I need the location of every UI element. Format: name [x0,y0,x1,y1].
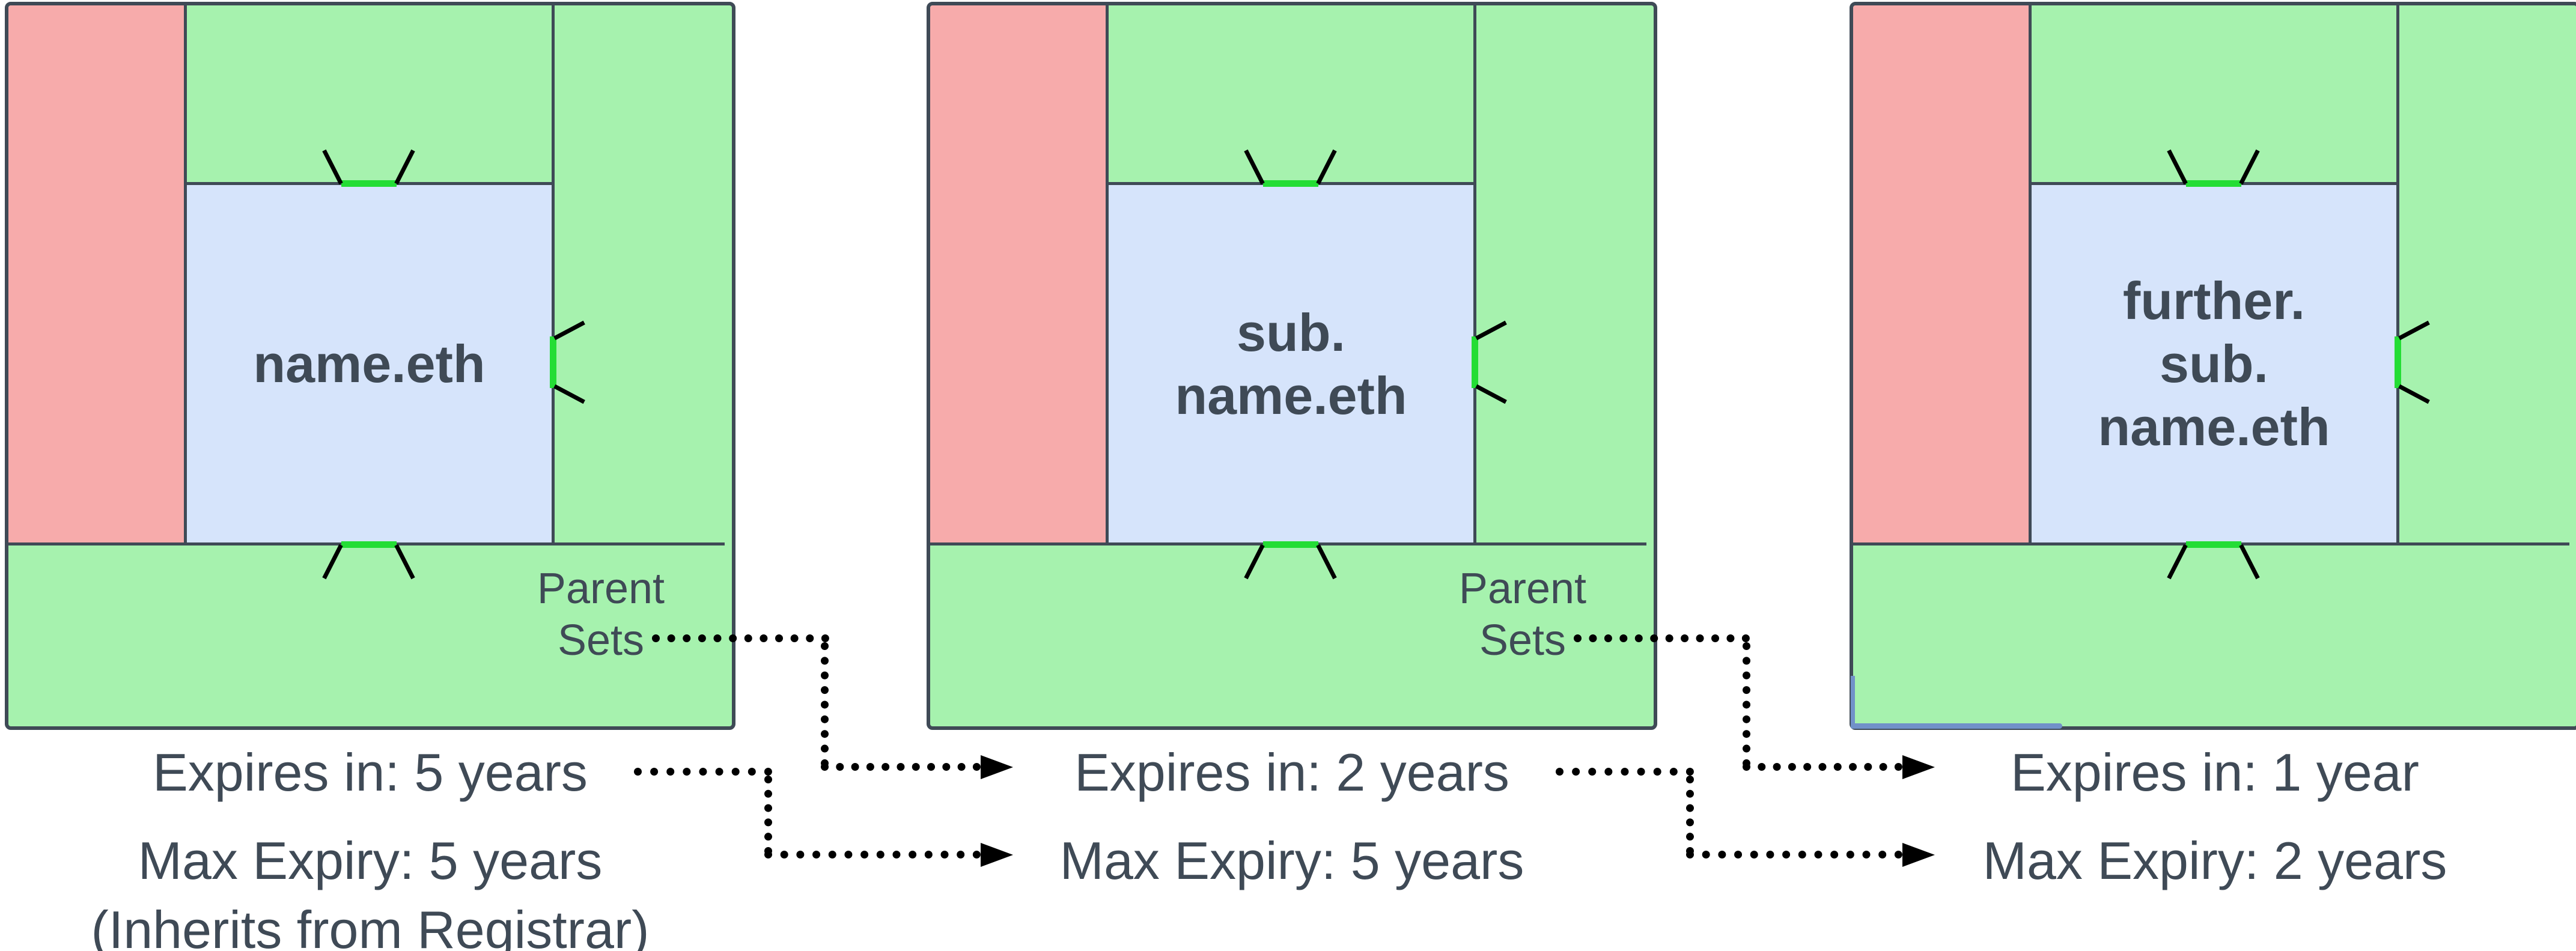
divider-line [184,5,187,545]
divider-line [1106,5,1109,545]
name-line: name.eth [2098,397,2330,457]
name-region [187,185,552,542]
highlight-bar [1263,541,1318,548]
expires-label: Expires in: 1 year [2011,743,2419,802]
name-label: sub. name.eth [1109,185,1473,542]
tick-icon [2398,320,2430,341]
tick-icon [1244,149,1265,185]
connector-expiry-1-seg [764,776,772,855]
parent-sets-line: Sets [1479,616,1567,664]
name-line: sub. [1237,302,1345,362]
tick-icon [1244,544,1265,580]
connector-parent-sets-2-seg [1574,634,1750,642]
highlight-bar [2186,180,2241,187]
blue-edge-artifact [1851,676,1855,726]
tick-icon [394,149,415,185]
name-label: further. sub. name.eth [2032,185,2396,542]
arrowhead-icon [1902,755,1935,779]
connector-parent-sets-1-seg [821,763,981,771]
connector-parent-sets-1-seg [652,634,829,642]
registration-box-further-sub-name-eth: further. sub. name.eth [1850,2,2576,730]
name-region [2032,185,2396,542]
registration-box-sub-name-eth: sub. name.eth Parent Sets [927,2,1657,730]
connector-expiry-2-seg [1686,776,1694,855]
divider-line [2396,5,2399,545]
name-line: name.eth [1175,365,1407,425]
parent-sets-line: Parent [1458,565,1587,613]
name-label: name.eth [187,185,552,542]
arrowhead-icon [981,755,1013,779]
tick-icon [322,544,343,580]
diagram-sub-name-eth: sub. name.eth Parent Sets [927,2,1657,951]
highlight-bar [2395,336,2401,388]
arrowhead-icon [1902,843,1935,867]
tick-icon [2239,544,2260,580]
name-line: further. [2122,271,2306,330]
tick-icon [2167,544,2188,580]
tick-icon [1316,149,1337,185]
connector-parent-sets-2-seg [1743,642,1750,767]
connector-expiry-2-seg [1556,768,1694,776]
divider-line [1473,5,1476,545]
connector-expiry-1-seg [634,768,772,776]
inherits-note: (Inherits from Registrar) [91,900,650,951]
diagram-name-eth: name.eth Parent Sets Expires in [5,2,735,951]
tick-icon [2239,149,2260,185]
tick-icon [553,384,585,404]
tick-icon [1475,384,1507,404]
registration-box-name-eth: name.eth Parent Sets [5,2,735,730]
max-expiry-label: Max Expiry: 5 years [1059,831,1524,890]
name-line: sub. [2160,334,2268,393]
highlight-bar [341,180,397,187]
tick-icon [1475,320,1507,341]
tick-icon [1316,544,1337,580]
tick-icon [2167,149,2188,185]
connector-expiry-2-seg [1686,851,1902,858]
parent-sets-line: Parent [537,565,665,613]
max-expiry-label: Max Expiry: 5 years [138,831,603,890]
name-line: name.eth [253,334,486,393]
tick-icon [2398,384,2430,404]
highlight-bar [341,541,397,548]
diagram-further-sub-name-eth: further. sub. name.eth Expires in: [1850,2,2576,951]
expired-region [930,5,1109,542]
name-region [1109,185,1473,542]
parent-sets-label: Parent Sets [1423,563,1622,666]
parent-sets-label: Parent Sets [501,563,701,666]
blue-edge-artifact [1851,723,2062,729]
expires-label: Expires in: 2 years [1074,743,1509,802]
tick-icon [322,149,343,185]
highlight-bar [1263,180,1318,187]
highlight-bar [550,336,556,388]
connector-expiry-1-seg [764,851,981,858]
max-expiry-label: Max Expiry: 2 years [1982,831,2447,890]
expired-region [8,5,187,542]
divider-line [2029,5,2032,545]
connector-parent-sets-1-seg [821,642,829,767]
connector-parent-sets-2-seg [1743,763,1902,771]
arrowhead-icon [981,843,1013,867]
tick-icon [553,320,585,341]
highlight-bar [1472,336,1478,388]
highlight-bar [2186,541,2241,548]
tick-icon [394,544,415,580]
expires-label: Expires in: 5 years [153,743,588,802]
expired-region [1853,5,2032,542]
divider-line [552,5,555,545]
parent-sets-line: Sets [557,616,645,664]
